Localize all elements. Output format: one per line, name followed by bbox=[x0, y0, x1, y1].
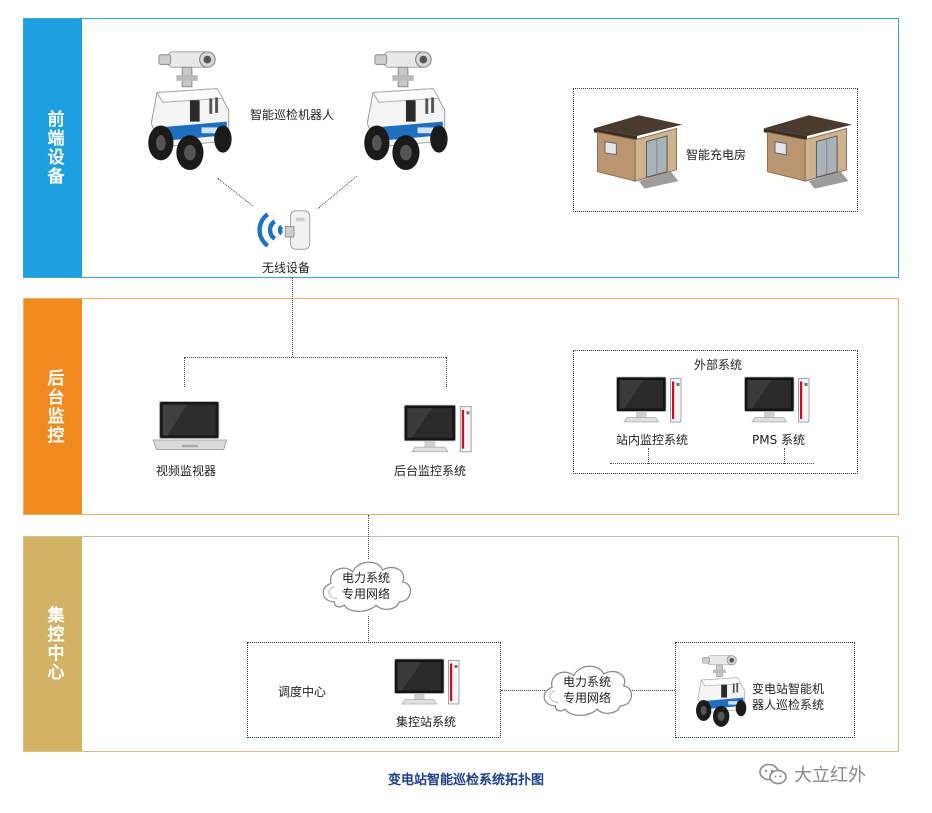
power-network-line2: 专用网络 bbox=[341, 587, 390, 601]
pms-system-label: PMS 系统 bbox=[752, 433, 806, 447]
watermark: 大立红外 bbox=[758, 761, 866, 787]
connector-to-backend-system bbox=[446, 357, 447, 387]
watermark-text: 大立红外 bbox=[794, 765, 866, 786]
charging-house-label: 智能充电房 bbox=[686, 148, 747, 162]
power-network2-line1: 电力系统 bbox=[562, 675, 611, 689]
desktop-computer-icon bbox=[400, 402, 480, 458]
connector-backend-bus bbox=[184, 357, 446, 358]
backend-system-label: 后台监控系统 bbox=[394, 464, 467, 478]
backend-monitoring-title: 后台监控 bbox=[43, 368, 64, 445]
dispatch-center-box bbox=[247, 642, 501, 738]
robot-icon bbox=[136, 46, 240, 172]
video-monitor-label: 视频监视器 bbox=[156, 464, 217, 478]
substation-robot-line2: 器人巡检系统 bbox=[752, 698, 825, 712]
backend-monitoring-band: 后台监控 bbox=[24, 299, 82, 514]
desktop-computer-icon bbox=[390, 656, 468, 710]
wechat-icon bbox=[759, 763, 787, 785]
substation-robot-label: 变电站智能机 器人巡检系统 bbox=[752, 681, 824, 713]
robot-icon bbox=[690, 652, 750, 728]
connector-wireless-down bbox=[292, 278, 293, 357]
charging-house-icon bbox=[590, 110, 684, 192]
robot-icon bbox=[352, 46, 456, 172]
central-control-title: 集控中心 bbox=[43, 606, 64, 682]
robot-label: 智能巡检机器人 bbox=[250, 108, 335, 122]
charging-house-box bbox=[573, 88, 858, 212]
external-system-box bbox=[573, 350, 858, 474]
diagram-caption: 变电站智能巡检系统拓扑图 bbox=[387, 773, 544, 788]
central-control-band: 集控中心 bbox=[24, 537, 82, 751]
substation-robot-line1: 变电站智能机 bbox=[752, 682, 825, 696]
charging-house-icon bbox=[760, 110, 854, 192]
power-network2-line2: 专用网络 bbox=[562, 691, 611, 705]
connector-to-pms bbox=[784, 448, 785, 464]
power-network-label: 电力系统 专用网络 bbox=[316, 570, 416, 602]
front-equipment-band: 前端设备 bbox=[24, 19, 82, 277]
wireless-router-icon bbox=[252, 202, 322, 258]
connector-network-to-dispatch bbox=[368, 616, 369, 643]
power-network-line1: 电力系统 bbox=[341, 571, 390, 585]
wireless-device-label: 无线设备 bbox=[262, 261, 311, 275]
substation-robot-box bbox=[675, 642, 855, 738]
front-equipment-title: 前端设备 bbox=[43, 110, 64, 186]
desktop-computer-icon bbox=[740, 374, 818, 428]
laptop-icon bbox=[150, 400, 230, 456]
connector-dispatch-to-network2 bbox=[501, 690, 547, 691]
connector-to-station-monitor bbox=[648, 448, 649, 464]
control-station-label: 集控站系统 bbox=[396, 715, 457, 729]
desktop-computer-icon bbox=[612, 374, 690, 428]
connector-backend-to-network bbox=[368, 515, 369, 559]
connector-network2-to-substation bbox=[630, 690, 675, 691]
central-control-section: 集控中心 bbox=[23, 536, 899, 752]
connector-external-bus bbox=[610, 463, 814, 464]
connector-to-monitor bbox=[184, 357, 185, 387]
station-monitor-label: 站内监控系统 bbox=[616, 433, 689, 447]
external-system-title: 外部系统 bbox=[694, 358, 743, 372]
power-network2-label: 电力系统 专用网络 bbox=[537, 674, 637, 706]
dispatch-center-label: 调度中心 bbox=[278, 685, 327, 699]
